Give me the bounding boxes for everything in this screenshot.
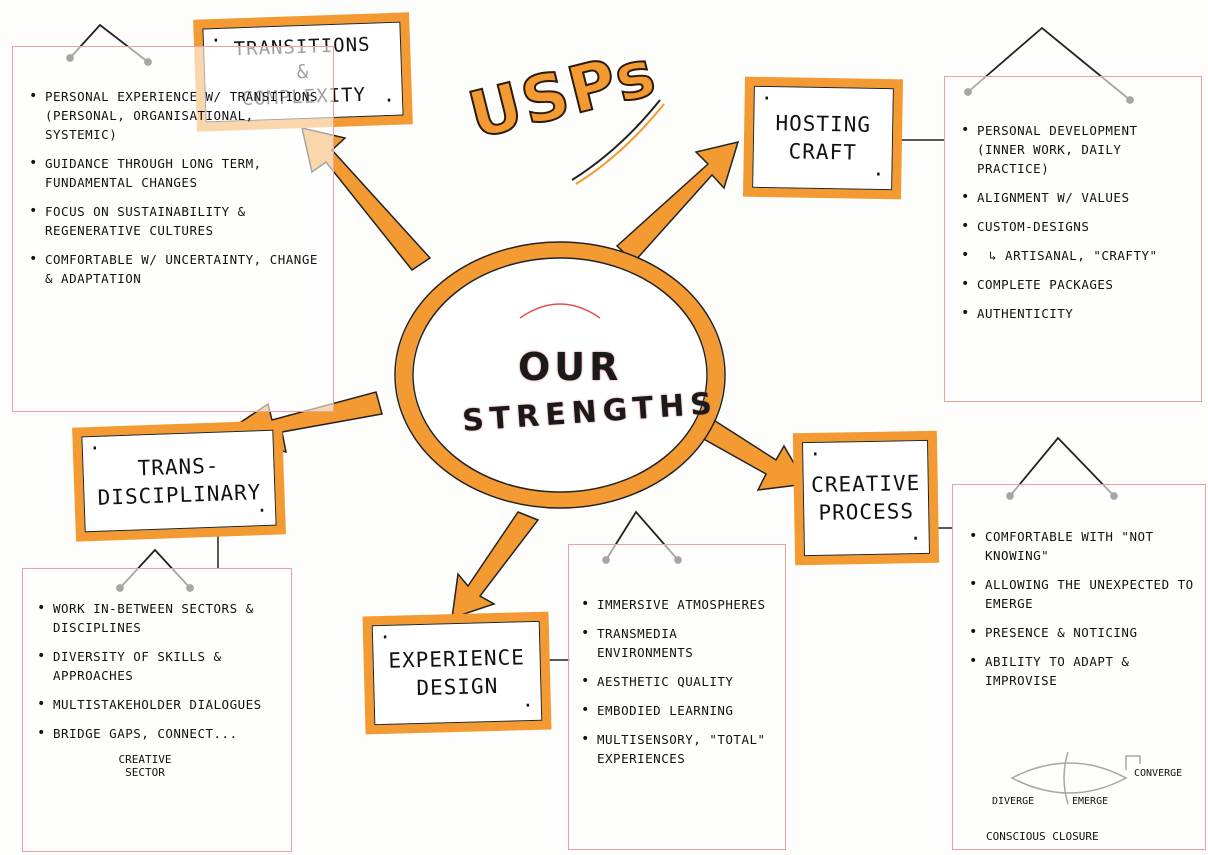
node-line: DISCIPLINARY: [97, 480, 262, 510]
list-item: Authenticity: [959, 304, 1191, 323]
panel-creative: Comfortable with "not knowing" Allowing …: [952, 484, 1206, 850]
node-line: CREATIVE: [810, 471, 921, 497]
arrow-to-hosting: [615, 140, 740, 264]
node-line: EXPERIENCE: [388, 645, 526, 673]
panel-trans: Work in-between sectors & disciplines Di…: [22, 568, 292, 852]
creative-sector-label: CREATIVE SECTOR: [118, 753, 172, 779]
node-line: CRAFT: [788, 139, 858, 165]
list-item: Guidance through long term, fundamental …: [27, 154, 319, 192]
node-line: PROCESS: [818, 499, 915, 525]
list-item: Presence & noticing: [967, 623, 1195, 642]
converge-label: CONVERGE: [1134, 768, 1183, 779]
node-line: HOSTING: [775, 111, 872, 137]
panel-experience: Immersive atmospheres Transmedia environ…: [568, 544, 786, 850]
node-experience-design[interactable]: EXPERIENCE DESIGN: [362, 611, 552, 735]
arrow-to-experience: [451, 511, 540, 620]
list-item: Personal development (inner work, daily …: [959, 121, 1191, 178]
list-item: Multistakeholder dialogues: [35, 695, 281, 714]
panel-transitions: Personal experience w/ transitions (pers…: [12, 46, 334, 412]
node-trans-disciplinary[interactable]: TRANS- DISCIPLINARY: [72, 420, 286, 542]
emerge-label: EMERGE: [1072, 796, 1109, 807]
diverge-label: DIVERGE: [992, 796, 1035, 807]
list-item: Embodied learning: [579, 701, 777, 720]
list-item: Comfortable with "not knowing": [967, 527, 1195, 565]
list-item: ↳ artisanal, "crafty": [959, 246, 1191, 265]
list-item: Diversity of skills & approaches: [35, 647, 281, 685]
list-item: Focus on sustainability & regenerative c…: [27, 202, 319, 240]
list-item: Bridge gaps, connect...: [35, 724, 281, 743]
list-item: Personal experience w/ transitions (pers…: [27, 87, 319, 144]
node-line: DESIGN: [416, 673, 499, 701]
panel-hosting: Personal development (inner work, daily …: [944, 76, 1202, 402]
list-item: Aesthetic quality: [579, 672, 777, 691]
list-item: Alignment w/ values: [959, 188, 1191, 207]
node-hosting-craft[interactable]: HOSTING CRAFT: [742, 76, 904, 200]
center-circle: [394, 241, 726, 509]
list-item: Complete packages: [959, 275, 1191, 294]
list-item: Transmedia environments: [579, 624, 777, 662]
list-item: Multisensory, "total" experiences: [579, 730, 777, 768]
list-item: Immersive atmospheres: [579, 595, 777, 614]
list-item: Allowing the unexpected to emerge: [967, 575, 1195, 613]
list-item: Comfortable w/ uncertainty, change & ada…: [27, 250, 319, 288]
node-creative-process[interactable]: CREATIVE PROCESS: [792, 430, 940, 566]
node-line: TRANS-: [137, 453, 220, 481]
list-item: Custom-designs: [959, 217, 1191, 236]
center-text-our: OUR: [518, 345, 623, 389]
list-item: Work in-between sectors & disciplines: [35, 599, 281, 637]
list-item: Ability to adapt & improvise: [967, 652, 1195, 690]
conscious-closure-label: CONSCIOUS CLOSURE: [986, 830, 1099, 843]
